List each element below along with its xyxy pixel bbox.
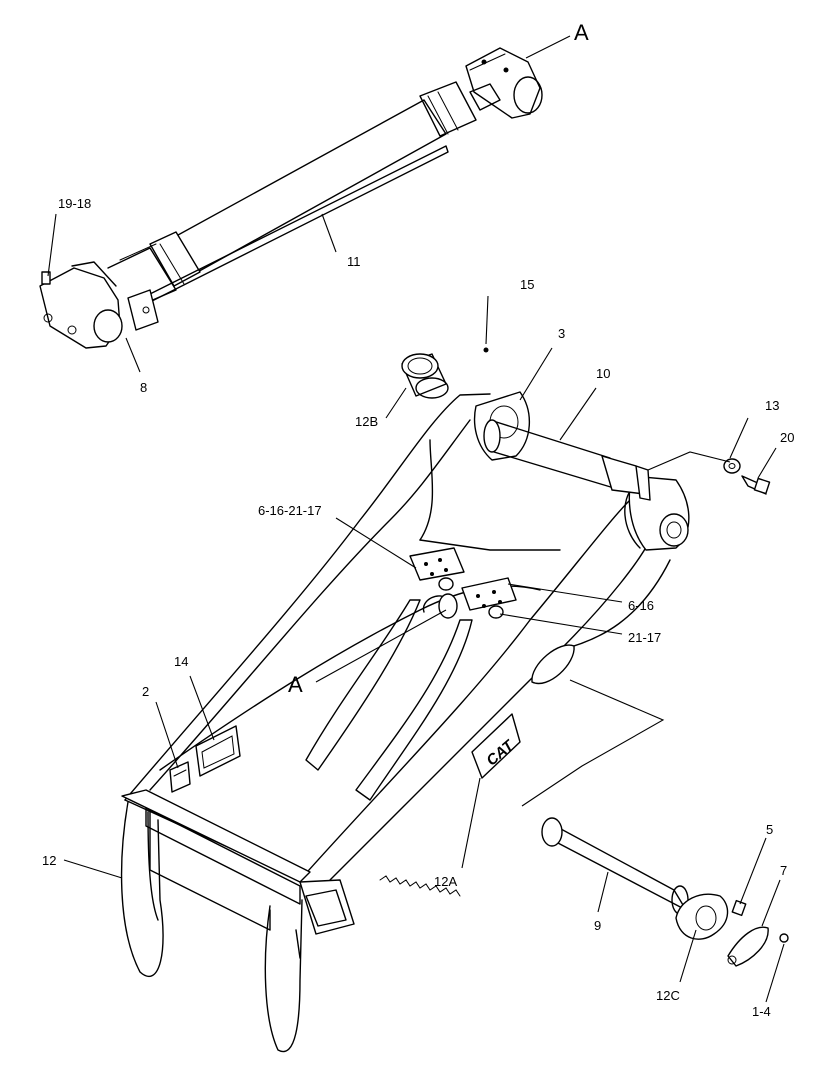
- callout-labels: A 19-18 11 8 15 3 10 12B 13 20 6-16-21-1…: [42, 20, 794, 1019]
- label-9: 9: [594, 918, 601, 933]
- label-12C: 12C: [656, 988, 680, 1003]
- cover-7: [727, 926, 769, 967]
- label-1-4: 1-4: [752, 1004, 771, 1019]
- label-6-16-21-17: 6-16-21-17: [258, 503, 322, 518]
- label-10: 10: [596, 366, 610, 381]
- label-20: 20: [780, 430, 794, 445]
- label-A-top: A: [574, 20, 589, 45]
- retaining-plate-12C: [675, 893, 729, 940]
- label-12: 12: [42, 853, 56, 868]
- washer-13: [723, 458, 741, 474]
- fork-tine-left: [120, 801, 164, 978]
- hydraulic-cylinder: [39, 47, 543, 349]
- bolt-20: [741, 475, 771, 495]
- label-A-mid: A: [288, 672, 303, 697]
- pin-10: [483, 419, 651, 501]
- label-3: 3: [558, 326, 565, 341]
- bushing-12B: [401, 353, 449, 399]
- label-2: 2: [142, 684, 149, 699]
- label-6-16: 6-16: [628, 598, 654, 613]
- label-21-17: 21-17: [628, 630, 661, 645]
- cylinder-rod-eye: [465, 47, 541, 119]
- label-12A: 12A: [434, 874, 457, 889]
- cat-decal-12A: CAT: [471, 713, 521, 779]
- decal-14: [195, 725, 241, 777]
- label-14: 14: [174, 654, 188, 669]
- bolt-1-4: [779, 933, 789, 943]
- leader-lines: [47, 35, 785, 1003]
- pin-9: [541, 817, 689, 915]
- label-13: 13: [765, 398, 779, 413]
- decal-2: [169, 761, 191, 793]
- label-7: 7: [780, 863, 787, 878]
- label-15: 15: [520, 277, 534, 292]
- grease-block-right: [461, 577, 517, 619]
- label-8: 8: [140, 380, 147, 395]
- label-12B: 12B: [355, 414, 378, 429]
- label-11: 11: [347, 254, 361, 269]
- grease-block-left: [409, 547, 465, 591]
- spacer-5: [731, 899, 747, 917]
- fork-tine-right: [264, 899, 303, 1053]
- label-19-18: 19-18: [58, 196, 91, 211]
- label-5: 5: [766, 822, 773, 837]
